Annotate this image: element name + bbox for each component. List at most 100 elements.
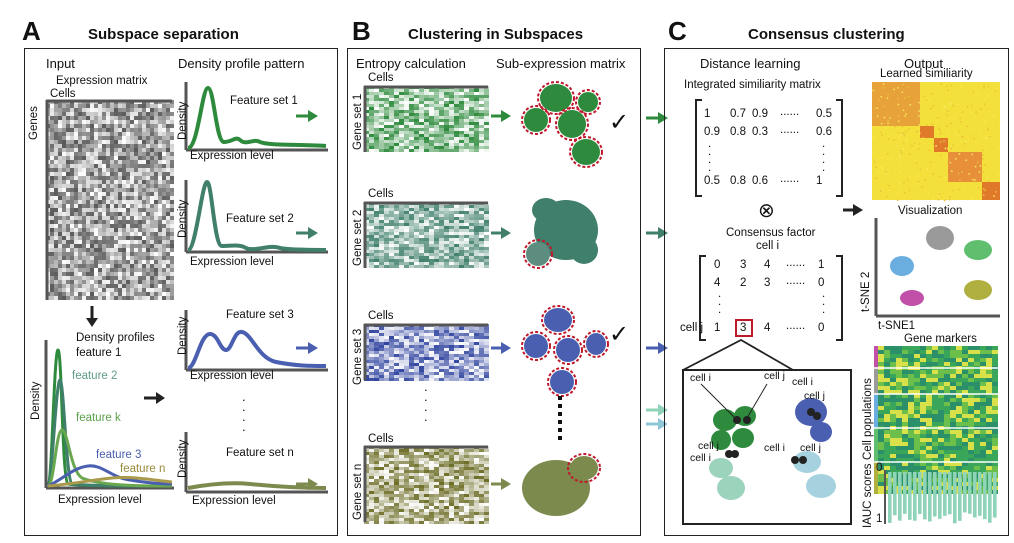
entropy-label: Entropy calculation xyxy=(356,56,466,71)
gene-set-3-heatmap xyxy=(363,323,489,381)
gene-set-n-heatmap xyxy=(363,445,489,524)
sim-r1c5: 0.5 xyxy=(816,108,832,120)
density-axis-2: Density xyxy=(177,199,189,238)
cf-r2c2: 2 xyxy=(740,277,747,289)
highlight-cell-box xyxy=(735,319,753,337)
zoom-cell-j-4: cell j xyxy=(800,442,822,454)
cf-r1c2: 3 xyxy=(740,259,747,271)
sim-vdots-right: .... xyxy=(822,138,826,174)
iauc-axis-1: 1 xyxy=(876,513,883,525)
cf-r3c5: 0 xyxy=(818,322,825,334)
panel-b-letter: B xyxy=(352,16,371,46)
density-curve-set-2 xyxy=(184,179,328,254)
input-label: Input xyxy=(46,56,75,71)
sim-r3c1: 0.5 xyxy=(704,175,720,187)
zoom-cell-j-1: cell j xyxy=(764,370,786,382)
panel-c-letter: C xyxy=(668,16,687,46)
tsne2-label: t-SNE 2 xyxy=(860,271,872,312)
feature-set-n-label: Feature set n xyxy=(226,447,294,459)
sim-r1c2: 0.7 xyxy=(730,108,746,120)
feature-set-1-label: Feature set 1 xyxy=(230,95,298,107)
sim-r2c5: 0.6 xyxy=(816,126,832,138)
feature-3-label: feature 3 xyxy=(96,449,142,461)
sim-r2c4: ...... xyxy=(780,124,800,136)
integrated-matrix-brackets xyxy=(695,99,843,197)
sim-r1c4: ...... xyxy=(780,106,800,118)
subexpr-label: Sub-expression matrix xyxy=(496,56,626,71)
arrow-down-icon xyxy=(86,306,98,327)
cells-label-b2: Cells xyxy=(368,188,394,200)
iauc-scores-label: IAUC scores xyxy=(862,463,874,528)
feature-1-label: feature 1 xyxy=(76,347,122,359)
otimes-icon: ⊗ xyxy=(758,200,775,222)
learned-similarity-heatmap xyxy=(872,82,1001,202)
sim-r3c3: 0.6 xyxy=(752,175,768,187)
check-icon-1: ✓ xyxy=(609,109,630,136)
zoom-cell-j-3: cell j xyxy=(698,440,720,452)
zoom-cell-i-2: cell i xyxy=(792,376,814,388)
feature-set-2-label: Feature set 2 xyxy=(226,213,294,225)
gene-set-3-label: Gene set 3 xyxy=(352,328,364,385)
cf-vdots-left: ... xyxy=(718,288,722,316)
arrow-b-3 xyxy=(491,342,511,354)
cf-r1c3: 4 xyxy=(764,259,771,271)
gene-set-n-label: Gene set n xyxy=(352,463,364,520)
density-axis-n: Density xyxy=(177,439,189,478)
visualization-label: Visualization xyxy=(898,205,963,217)
panel-c-title: Consensus clustering xyxy=(748,26,905,43)
zoom-cell-i-3: cell i xyxy=(690,452,712,464)
combined-density-plot xyxy=(44,340,174,490)
integrated-matrix-label: Integrated similiarity matrix xyxy=(684,79,821,91)
feature-2-label: feature 2 xyxy=(72,370,118,382)
expression-level-n: Expression level xyxy=(192,495,276,507)
arrow-b-n xyxy=(491,478,511,490)
genes-label: Genes xyxy=(28,106,40,140)
cf-r1c1: 0 xyxy=(714,259,721,271)
arrow-a-to-b-n xyxy=(296,478,318,490)
sim-r1c3: 0.9 xyxy=(752,108,768,120)
arrow-b-2 xyxy=(491,227,511,239)
panel-c-frame xyxy=(664,48,1009,536)
cf-r1c5: 1 xyxy=(818,259,825,271)
sim-r3c5: 1 xyxy=(816,175,823,187)
feature-k-label: feature k xyxy=(76,412,121,424)
gene-set-2-label: Gene set 2 xyxy=(352,209,364,266)
cf-r3c2: 3 xyxy=(740,322,747,334)
cf-r2c5: 0 xyxy=(818,277,825,289)
panel-b-frame xyxy=(347,48,641,536)
output-label: Output xyxy=(904,56,944,71)
distance-learning-label: Distance learning xyxy=(700,56,801,71)
zoom-callout xyxy=(682,338,852,525)
panel-a-title: Subspace separation xyxy=(88,26,239,43)
arrow-to-output-icon xyxy=(843,204,863,216)
cf-r2c1: 4 xyxy=(714,277,721,289)
gene-markers-label: Gene markers xyxy=(904,333,977,345)
cells-label-b1: Cells xyxy=(368,72,394,84)
ellipsis-vertical-b: .... xyxy=(424,379,430,424)
iauc-axis-0: 0 xyxy=(876,462,883,474)
tsne1-label: t-SNE1 xyxy=(878,320,916,332)
cf-r3c3: 4 xyxy=(764,322,771,334)
density-curve-set-3 xyxy=(184,310,328,372)
cf-r3c1: 1 xyxy=(714,322,721,334)
panel-b-title: Clustering in Subspaces xyxy=(408,26,584,43)
density-axis-combined: Density xyxy=(30,381,42,420)
arrow-right-icon-a xyxy=(144,392,165,404)
arrow-b-1 xyxy=(491,110,511,122)
expression-matrix-heatmap xyxy=(45,99,174,300)
gene-set-1-heatmap xyxy=(363,85,489,152)
clusters-set-n xyxy=(522,453,601,516)
ellipsis-vertical-a: .... xyxy=(242,389,248,434)
cells-label-b3: Cells xyxy=(368,310,394,322)
panel-a-letter: A xyxy=(22,16,41,46)
gene-set-2-heatmap xyxy=(363,201,489,268)
consensus-factor-label: Consensus factor xyxy=(726,227,816,239)
cell-populations-label: Cell populations xyxy=(862,378,874,460)
panel-a-frame xyxy=(24,48,338,536)
sim-r2c1: 0.9 xyxy=(704,126,720,138)
feature-set-3-label: Feature set 3 xyxy=(226,309,294,321)
cells-label-a: Cells xyxy=(50,88,76,100)
cf-r2c4: ...... xyxy=(786,275,806,287)
sim-r2c2: 0.8 xyxy=(730,126,746,138)
cf-vdots-right: ... xyxy=(822,288,826,316)
